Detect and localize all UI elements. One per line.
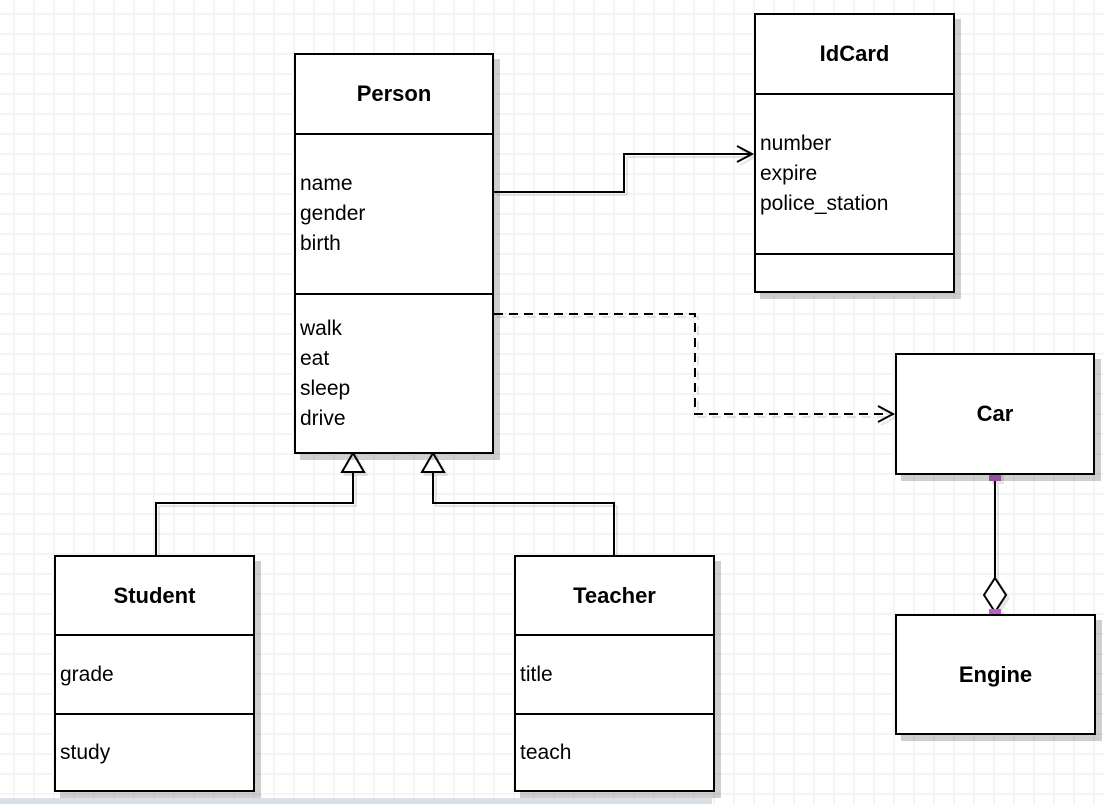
attribute: birth xyxy=(300,232,341,255)
methods-compartment xyxy=(756,253,953,291)
attributes-compartment: grade xyxy=(56,634,253,713)
methods-compartment: walk eat sleep drive xyxy=(296,293,492,452)
attributes-compartment: name gender birth xyxy=(296,133,492,293)
attribute: number xyxy=(760,132,832,155)
methods-compartment: teach xyxy=(516,713,713,790)
canvas-bottom-strip xyxy=(0,798,712,804)
class-title: Car xyxy=(976,401,1014,426)
class-title: Person xyxy=(356,81,432,106)
class-node-student[interactable]: Student grade study xyxy=(54,555,255,792)
method: walk xyxy=(300,316,343,340)
open-arrow-icon xyxy=(877,405,896,423)
open-arrow-icon xyxy=(736,145,755,163)
class-title: Teacher xyxy=(573,582,656,608)
class-node-person[interactable]: Person name gender birth walk eat sleep … xyxy=(294,53,494,454)
hollow-triangle-icon xyxy=(340,451,366,473)
edge-student-person-generalization[interactable] xyxy=(155,451,366,555)
class-node-car[interactable]: Car xyxy=(895,353,1095,475)
method: study xyxy=(60,740,111,764)
edge-person-idcard-association[interactable] xyxy=(494,145,755,193)
class-node-idcard[interactable]: IdCard number expire police_station xyxy=(754,13,955,293)
edge-teacher-person-generalization[interactable] xyxy=(420,451,615,555)
attribute: expire xyxy=(760,162,818,185)
method: drive xyxy=(300,406,346,430)
class-title: Engine xyxy=(958,661,1033,687)
attribute: gender xyxy=(300,202,366,225)
class-title: Student xyxy=(113,582,196,608)
class-node-teacher[interactable]: Teacher title teach xyxy=(514,555,715,792)
class-node-engine[interactable]: Engine xyxy=(895,614,1096,735)
hollow-triangle-icon xyxy=(420,451,446,473)
method: teach xyxy=(520,740,572,764)
hollow-diamond-icon xyxy=(982,576,1008,614)
attributes-compartment: title xyxy=(516,634,713,713)
attribute: grade xyxy=(60,662,114,686)
method: sleep xyxy=(300,376,351,400)
attribute: title xyxy=(520,662,553,686)
method: eat xyxy=(300,346,330,370)
edge-car-engine-aggregation[interactable] xyxy=(982,469,1008,621)
attribute: name xyxy=(300,172,353,195)
methods-compartment: study xyxy=(56,713,253,790)
edge-person-car-dependency[interactable] xyxy=(494,313,896,423)
class-title: IdCard xyxy=(819,41,890,66)
attributes-compartment: number expire police_station xyxy=(756,93,953,253)
attribute: police_station xyxy=(760,192,889,215)
